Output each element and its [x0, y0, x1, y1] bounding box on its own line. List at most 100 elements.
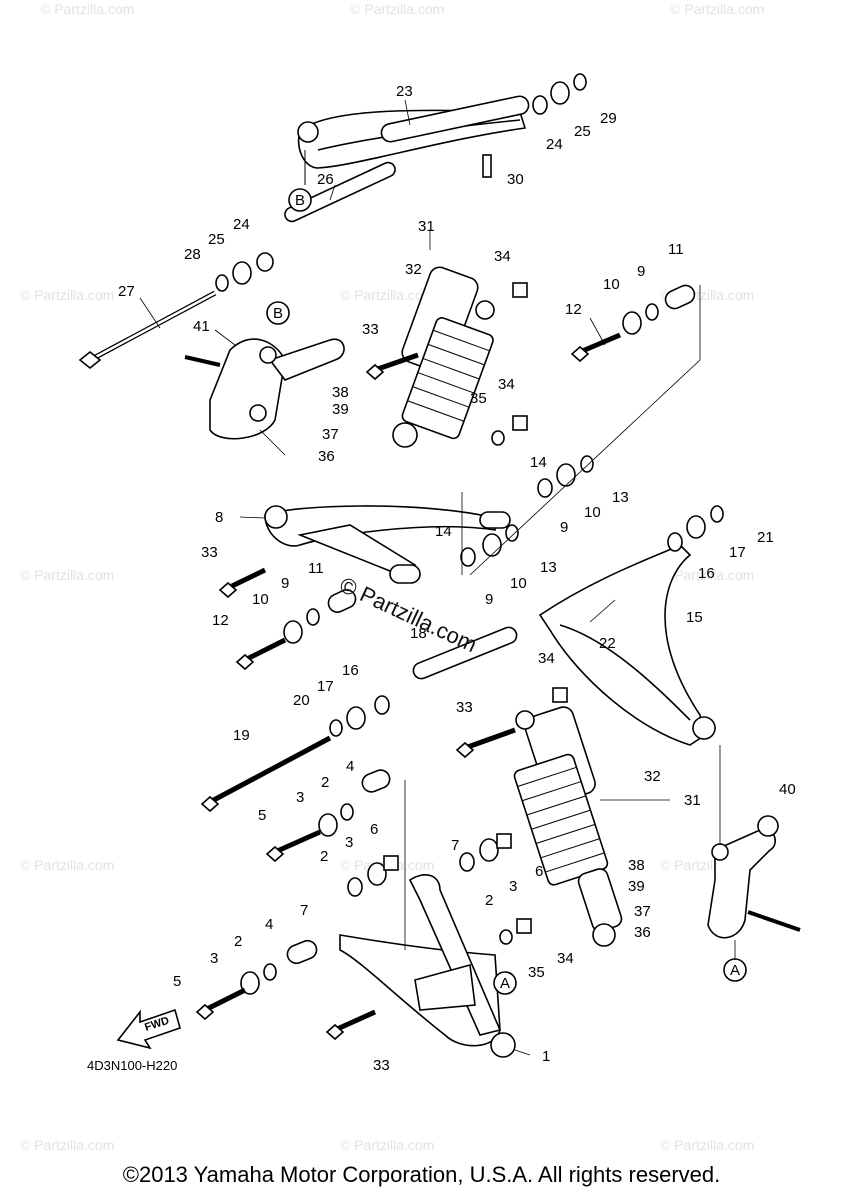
part-label: 17 [729, 544, 746, 561]
part-label: 24 [546, 136, 563, 153]
right-a-arm [200, 505, 724, 813]
part-label: 11 [668, 241, 684, 258]
part-label: 2 [234, 933, 242, 950]
part-label: 39 [628, 878, 645, 895]
part-label: 10 [603, 276, 620, 293]
part-label: 6 [535, 863, 543, 880]
part-label: 13 [540, 559, 557, 576]
part-label: 12 [565, 301, 582, 318]
part-label: 30 [507, 171, 524, 188]
part-label: 9 [485, 591, 493, 608]
part-label: 9 [637, 263, 645, 280]
callout-a-bottom: A [500, 975, 510, 992]
lower-shock-absorber [455, 687, 623, 947]
part-label: 31 [684, 792, 701, 809]
watermark: © Partzilla.com [20, 567, 114, 583]
part-label: 2 [320, 848, 328, 865]
watermark: © Partzilla.com [20, 857, 114, 873]
part-label: 29 [600, 110, 617, 127]
part-label: 16 [342, 662, 359, 679]
part-label: 13 [612, 489, 629, 506]
lower-a-arm [195, 769, 532, 1058]
watermark: © Partzilla.com [40, 1, 134, 17]
part-label: 39 [332, 401, 349, 418]
part-label: 11 [308, 560, 324, 577]
part-label: 35 [528, 964, 545, 981]
part-label: 5 [258, 807, 266, 824]
part-label: 18 [410, 625, 427, 642]
callout-b-mid: B [273, 305, 283, 322]
copyright-notice: ©2013 Yamaha Motor Corporation, U.S.A. A… [122, 1162, 721, 1187]
part-label: 21 [757, 529, 774, 546]
part-label: 38 [628, 857, 645, 874]
part-label: 27 [118, 283, 135, 300]
part-label: 8 [215, 509, 223, 526]
knuckle-right [707, 815, 801, 939]
part-label: 37 [322, 426, 339, 443]
knuckle-left [184, 338, 345, 440]
part-label: 23 [396, 83, 413, 100]
part-label: 22 [599, 635, 616, 652]
part-label: 16 [698, 565, 715, 582]
part-label: 31 [418, 218, 435, 235]
watermark: © Partzilla.com [20, 1137, 114, 1153]
part-label: 33 [456, 699, 473, 716]
part-label: 19 [233, 727, 250, 744]
part-label: 35 [470, 390, 487, 407]
part-label: 9 [281, 575, 289, 592]
watermark: © Partzilla.com [660, 1137, 754, 1153]
part-label: 40 [779, 781, 796, 798]
part-label: 25 [208, 231, 225, 248]
part-label: 12 [212, 612, 229, 629]
part-label: 33 [201, 544, 218, 561]
part-label: 33 [362, 321, 379, 338]
part-label: 9 [560, 519, 568, 536]
part-label: 1 [542, 1048, 550, 1065]
part-label: 34 [494, 248, 511, 265]
upper-arm-top [78, 73, 587, 370]
part-label: 32 [644, 768, 661, 785]
part-label: 4 [346, 758, 354, 775]
part-label: 7 [300, 902, 308, 919]
part-label: 15 [686, 609, 703, 626]
part-label: 2 [321, 774, 329, 791]
center-watermark: © Partzilla.com [336, 572, 481, 657]
part-label: 3 [509, 878, 517, 895]
part-label: 36 [318, 448, 335, 465]
part-label: 10 [584, 504, 601, 521]
part-label: 7 [451, 837, 459, 854]
part-label: 5 [173, 973, 181, 990]
watermark: © Partzilla.com [340, 1137, 434, 1153]
part-label: 3 [210, 950, 218, 967]
part-label: 14 [435, 523, 452, 540]
part-label: 17 [317, 678, 334, 695]
part-label: 37 [634, 903, 651, 920]
watermark: © Partzilla.com [350, 1, 444, 17]
part-label: 33 [373, 1057, 390, 1074]
callout-a-right: A [730, 962, 740, 979]
part-label: 14 [530, 454, 547, 471]
part-label: 36 [634, 924, 651, 941]
part-label: 38 [332, 384, 349, 401]
fwd-arrow-icon: FWD [116, 1008, 181, 1050]
part-label: 3 [345, 834, 353, 851]
diagram-code: 4D3N100-H220 [87, 1058, 177, 1073]
part-label: 25 [574, 123, 591, 140]
upper-shock-absorber [365, 266, 528, 448]
callouts: B B A A [266, 188, 747, 995]
part-label: 4 [265, 916, 273, 933]
leader-lines [139, 99, 736, 1056]
part-label: 26 [317, 171, 334, 188]
watermark: © Partzilla.com [670, 1, 764, 17]
part-label: 10 [252, 591, 269, 608]
part-label: 28 [184, 246, 201, 263]
part-label: 34 [557, 950, 574, 967]
watermark: © Partzilla.com [660, 567, 754, 583]
part-labels: 23 24 25 29 30 26 24 25 28 27 31 32 34 3… [118, 83, 796, 1074]
watermark: © Partzilla.com [20, 287, 114, 303]
callout-b-top: B [295, 192, 305, 209]
part-label: 34 [538, 650, 555, 667]
part-label: 32 [405, 261, 422, 278]
part-label: 24 [233, 216, 250, 233]
